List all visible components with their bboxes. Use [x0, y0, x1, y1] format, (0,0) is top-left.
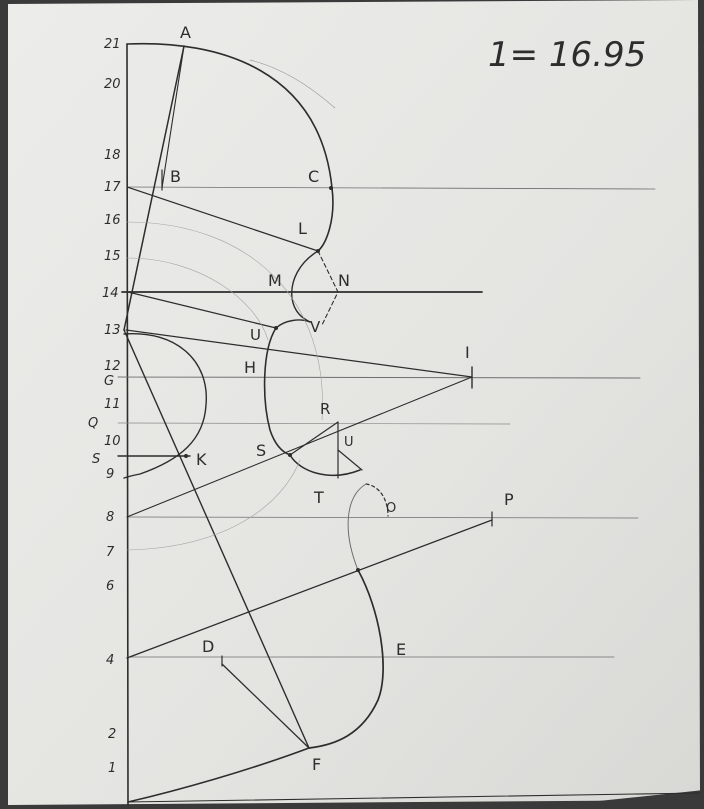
line-4-to-P	[126, 519, 493, 659]
line-13-to-I	[125, 329, 473, 378]
label-V: V	[310, 318, 321, 336]
label-H: H	[244, 358, 256, 377]
y-label-6: 6	[106, 579, 114, 594]
label-M: M	[268, 271, 282, 290]
label-U: U	[250, 326, 261, 344]
line-17	[126, 186, 656, 190]
label-K: K	[196, 450, 207, 469]
y-label-4: 4	[106, 653, 114, 668]
bottom-line	[127, 792, 701, 803]
y-label-8: 8	[106, 510, 114, 525]
curve-F-bottom	[127, 747, 310, 803]
curve-V	[275, 319, 311, 329]
line-14-to-U	[127, 291, 277, 329]
line-17-to-L	[126, 186, 319, 252]
curve-O-E-light	[347, 483, 367, 571]
point-C	[329, 186, 333, 190]
point-E	[356, 568, 360, 572]
label-B: B	[170, 167, 181, 186]
dotted-O	[365, 483, 389, 517]
y-label-10: 10	[104, 434, 121, 449]
paper-sheet	[8, 0, 700, 805]
y-label-17: 17	[104, 180, 121, 195]
y-label-15: 15	[104, 249, 121, 264]
curve-E-F	[308, 569, 384, 749]
line-A-to-13	[123, 45, 185, 331]
y-label-9: 9	[106, 467, 114, 482]
dashed-L-N	[317, 250, 339, 326]
label-N: N	[338, 271, 350, 290]
line-Q	[117, 422, 511, 425]
y-label-13: 13	[104, 323, 121, 338]
point-S	[288, 453, 292, 457]
y-label-11: 11	[104, 397, 121, 412]
curve-A-light	[249, 59, 336, 109]
label-F: F	[312, 755, 321, 774]
y-label-1: 1	[108, 761, 116, 776]
curve-A-C-L	[126, 42, 334, 252]
curve-K-arc	[123, 332, 207, 479]
label-D: D	[202, 637, 214, 656]
faint-arc-1	[126, 221, 323, 421]
label-O: O	[386, 501, 396, 516]
point-K	[184, 454, 188, 458]
faint-arc-2	[126, 257, 269, 341]
y-label-7: 7	[106, 545, 115, 560]
y-label-16: 16	[104, 213, 121, 228]
faint-arc-3	[126, 459, 301, 551]
label-P: P	[504, 490, 514, 509]
y-label-14: 14	[102, 286, 119, 301]
label-S: S	[256, 441, 266, 460]
y-label-12: 12	[104, 359, 121, 374]
line-8	[126, 516, 639, 519]
label-R: R	[320, 400, 330, 418]
label-I: I	[465, 343, 470, 362]
y-label-S: S	[92, 452, 100, 467]
y-label-G: G	[104, 374, 114, 389]
center-line	[126, 43, 129, 806]
point-U	[274, 326, 278, 330]
line-D-to-F	[221, 663, 310, 749]
label-U2: U	[344, 435, 354, 450]
y-label-18: 18	[104, 148, 121, 163]
line-13-to-F	[123, 329, 310, 749]
y-label-21: 21	[104, 37, 121, 52]
y-label-2: 2	[108, 727, 116, 742]
curve-S-T	[289, 454, 361, 477]
line-A-to-B	[161, 45, 185, 189]
label-E: E	[396, 640, 406, 659]
line-G	[117, 376, 641, 379]
label-C: C	[308, 167, 319, 186]
curve-U-H-S	[263, 327, 291, 456]
label-L: L	[298, 219, 307, 238]
line-8-to-I	[126, 376, 473, 518]
y-label-Q: Q	[88, 416, 98, 431]
line-U2-diag	[337, 449, 363, 471]
scale-note: 1= 16.95	[488, 35, 646, 75]
point-L	[316, 249, 320, 253]
label-A: A	[180, 23, 191, 42]
line-S-to-R	[289, 421, 339, 456]
y-label-20: 20	[104, 77, 121, 92]
label-T: T	[313, 488, 324, 507]
